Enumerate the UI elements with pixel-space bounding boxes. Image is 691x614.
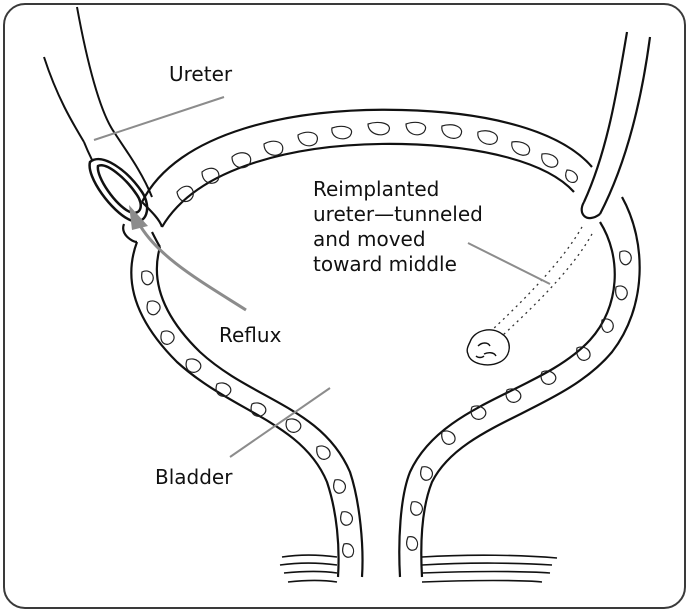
reimplanted-label-line1: Reimplanted	[313, 177, 439, 201]
bladder-leader-line	[230, 388, 330, 457]
reimplanted-label-line2: ureter—tunneled	[313, 202, 483, 226]
bladder-label: Bladder	[155, 465, 232, 489]
ureter-leader-line	[94, 97, 224, 140]
bladder-illustration	[5, 5, 686, 609]
pelvic-floor-lines	[280, 555, 557, 582]
ureter-label: Ureter	[169, 62, 232, 86]
side-wall-texture	[142, 251, 632, 557]
new-ureter-orifice	[467, 330, 509, 365]
bladder-left-wall	[123, 224, 362, 577]
reimplanted-tunnel	[492, 227, 592, 336]
reflux-arrow	[129, 205, 246, 310]
reimplanted-leader-line	[468, 243, 550, 284]
reimplanted-label-line4: toward middle	[313, 252, 457, 276]
diagram-frame: Ureter Reimplanted ureter—tunneled and m…	[3, 3, 686, 609]
reflux-label: Reflux	[219, 323, 281, 347]
reimplanted-label-line3: and moved	[313, 227, 426, 251]
right-ureter	[582, 32, 650, 218]
